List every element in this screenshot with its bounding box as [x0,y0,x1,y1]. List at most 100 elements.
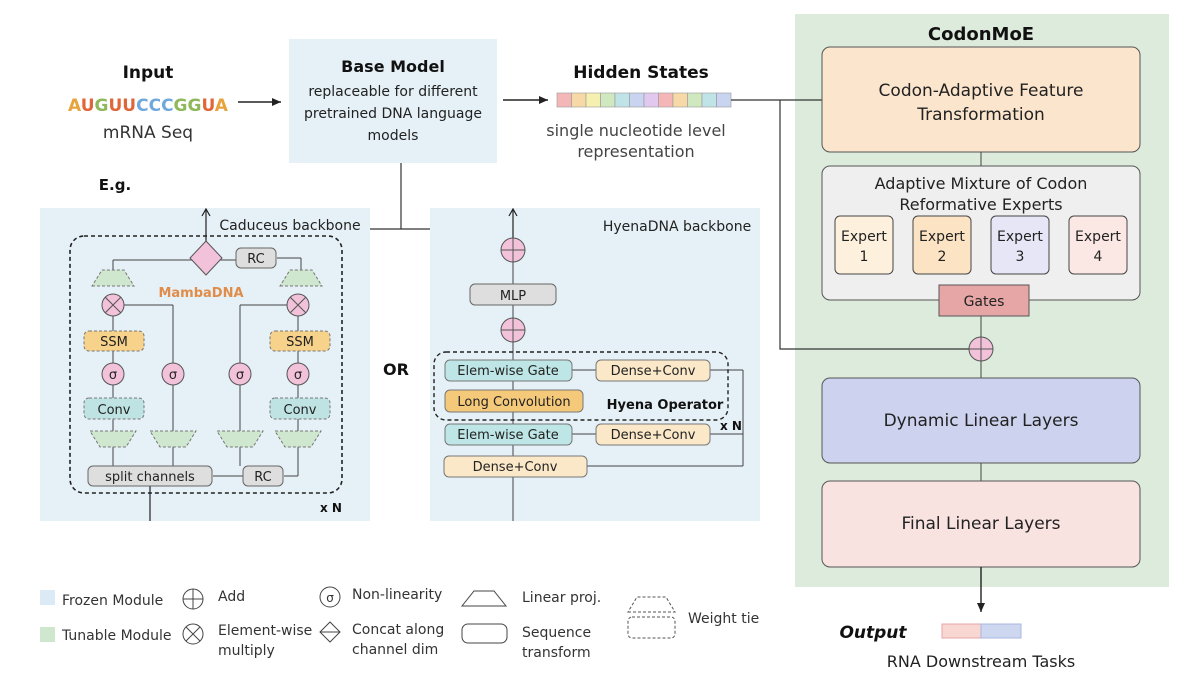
hidden-state-cell [600,92,616,108]
skip-line [779,100,969,350]
hidden-state-cell [571,92,587,108]
output-caption: RNA Downstream Tasks [887,652,1075,671]
sequence-char: C [161,96,173,116]
input-caption: mRNA Seq [103,123,193,143]
legend-seq-line1: Sequence [522,625,591,641]
multiply-left [101,293,125,317]
sequence-char: G [95,96,109,116]
sequence-char: G [188,96,202,116]
sequence-char: A [68,96,82,116]
linproj-bottom-4 [274,430,322,448]
hidden-states-title: Hidden States [573,63,709,83]
hidden-states-line1: single nucleotide level [546,121,725,140]
cat-line2: Transformation [916,105,1045,125]
legend-linproj-icon [460,590,508,607]
dynamic-label: Dynamic Linear Layers [884,411,1079,431]
expert-number: 4 [1094,249,1103,265]
legend-nonlin: Non-linearity [352,587,442,603]
sequence-char: C [149,96,161,116]
expert-label: Expert [997,229,1043,245]
legend-multiply-icon [182,623,204,645]
gates-box [938,284,1030,317]
codonmoe-add [968,336,994,362]
amcre-line1: Adaptive Mixture of Codon [875,174,1088,193]
linproj-top-right [279,269,323,287]
caduceus-repeat: x N [320,501,342,515]
dense-conv-bottom-label: Dense+Conv [473,460,558,475]
amcre-line2: Reformative Experts [899,195,1062,214]
legend-tunable: Tunable Module [61,628,172,644]
legend-linproj: Linear proj. [522,590,601,606]
final-label: Final Linear Layers [901,514,1060,534]
legend-frozen-swatch [40,590,55,605]
legend-sigma-icon: σ [319,586,341,608]
legend-frozen: Frozen Module [62,593,163,609]
base-model-panel [289,39,497,163]
linproj-bottom-3 [216,430,264,448]
split-channels-label: split channels [105,470,195,485]
legend-concat-line2: channel dim [352,642,438,658]
rc-bottom-box [242,465,284,487]
hyena-add-mid [500,317,526,343]
dense-conv-mid-label: Dense+Conv [611,428,696,443]
gates-label: Gates [964,294,1005,310]
hidden-state-cell [643,92,659,108]
ssm-right-label: SSM [286,335,314,350]
svg-text:σ: σ [169,368,177,383]
hidden-state-cell [716,92,732,108]
concat-diamond [189,240,223,276]
legend-concat-line1: Concat along [352,622,444,638]
sigma-1: σ [101,362,125,386]
hidden-states-bar [556,92,732,108]
sequence-char: U [81,96,95,116]
elem-gate-top [444,359,573,382]
sequence-char: A [215,96,229,116]
expert-label: Expert [841,229,887,245]
hidden-state-cell [585,92,601,108]
input-title: Input [123,63,174,83]
hidden-state-cell [556,92,572,108]
output-title: Output [839,623,907,643]
rc-top-label: RC [247,252,264,267]
dense-conv-mid [595,423,711,446]
input-sequence: AUGUUCCCGGUA [68,96,229,116]
svg-text:σ: σ [236,368,244,383]
conv-left-label: Conv [98,403,131,418]
sigma-4: σ [286,362,310,386]
linproj-bottom-2 [149,430,197,448]
hidden-state-cell [614,92,630,108]
output-bar [941,623,1022,639]
expert-label: Expert [1075,229,1121,245]
base-model-title: Base Model [341,57,445,76]
hyena-repeat: x N [720,419,742,433]
sigma-3: σ [228,362,252,386]
dense-conv-top [595,359,711,382]
legend-add: Add [218,589,245,605]
sigma-2: σ [161,362,185,386]
legend-mult-line2: multiply [218,643,275,659]
linproj-top-left [91,269,135,287]
cat-line1: Codon-Adaptive Feature [879,81,1084,101]
expert-number: 2 [938,249,947,265]
legend-tunable-swatch [40,627,55,642]
expert-4: Expert 4 [1068,215,1128,275]
legend-weight-tie-icon [627,596,676,639]
long-conv-label: Long Convolution [457,395,570,410]
sequence-char: U [108,96,122,116]
sequence-char: U [122,96,136,116]
hidden-states-line2: representation [577,142,694,161]
conv-right-label: Conv [284,403,317,418]
linproj-bottom-1 [89,430,137,448]
sequence-char: C [136,96,148,116]
hyena-operator-dashed [433,351,729,421]
dense-conv-bottom [443,455,588,478]
eg-label: E.g. [99,176,131,194]
mlp-box [469,283,557,306]
legend-seq-icon [461,623,508,644]
ssm-left-label: SSM [100,335,128,350]
